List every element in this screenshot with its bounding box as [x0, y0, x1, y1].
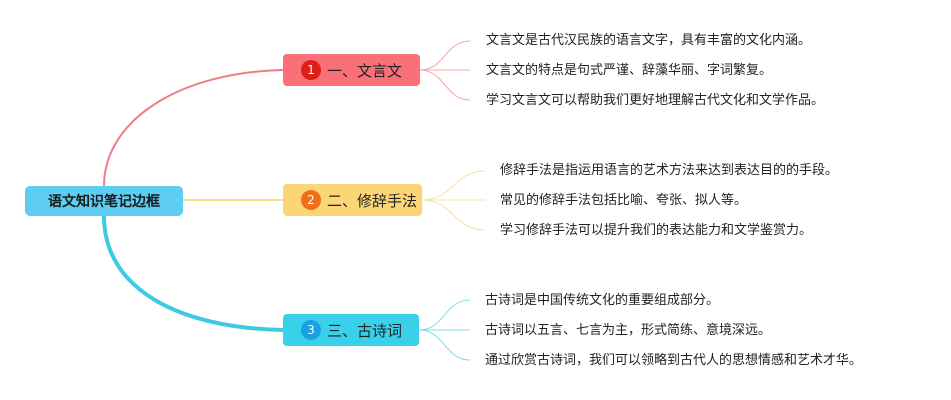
leaf-classical-2: 文言文的特点是句式严谨、辞藻华丽、字词繁复。 — [486, 63, 773, 78]
branch-label-rhetoric: 二、修辞手法 — [327, 191, 418, 210]
root-label: 语文知识笔记边框 — [48, 194, 160, 210]
leaf-connector-2-3 — [421, 199, 486, 231]
leaf-poetry-2: 古诗词以五言、七言为主，形式简练、意境深远。 — [485, 323, 772, 338]
leaf-rhetoric-1: 修辞手法是指运用语言的艺术方法来达到表达目的的手段。 — [500, 163, 839, 178]
root-node[interactable]: 语文知识笔记边框 — [25, 186, 183, 216]
number-badge-1: 1 — [301, 60, 321, 80]
number-badge-3: 3 — [301, 320, 321, 340]
branch-node-ancient-poetry[interactable]: 3 三、古诗词 — [283, 314, 419, 346]
branch-node-classical-chinese[interactable]: 1 一、文言文 — [283, 54, 420, 86]
connector-classical-chinese — [103, 69, 284, 187]
leaf-connector-1-1 — [419, 40, 471, 71]
leaf-connector-3-3 — [418, 329, 471, 361]
leaf-rhetoric-2: 常见的修辞手法包括比喻、夸张、拟人等。 — [500, 193, 748, 208]
leaf-poetry-1: 古诗词是中国传统文化的重要组成部分。 — [485, 293, 720, 308]
leaf-rhetoric-3: 学习修辞手法可以提升我们的表达能力和文学鉴赏力。 — [500, 223, 813, 238]
connector-ancient-poetry — [102, 214, 285, 332]
number-badge-2: 2 — [301, 190, 321, 210]
leaf-connector-2-1 — [421, 170, 486, 201]
branch-label-ancient-poetry: 三、古诗词 — [327, 321, 403, 340]
leaf-poetry-3: 通过欣赏古诗词，我们可以领略到古代人的思想情感和艺术才华。 — [485, 353, 863, 368]
leaf-classical-1: 文言文是古代汉民族的语言文字，具有丰富的文化内涵。 — [486, 33, 812, 48]
leaf-connector-1-3 — [419, 69, 471, 101]
branch-node-rhetoric[interactable]: 2 二、修辞手法 — [283, 184, 422, 216]
branch-label-classical-chinese: 一、文言文 — [327, 61, 403, 80]
leaf-classical-3: 学习文言文可以帮助我们更好地理解古代文化和文学作品。 — [486, 93, 825, 108]
leaf-connector-3-1 — [418, 299, 471, 331]
